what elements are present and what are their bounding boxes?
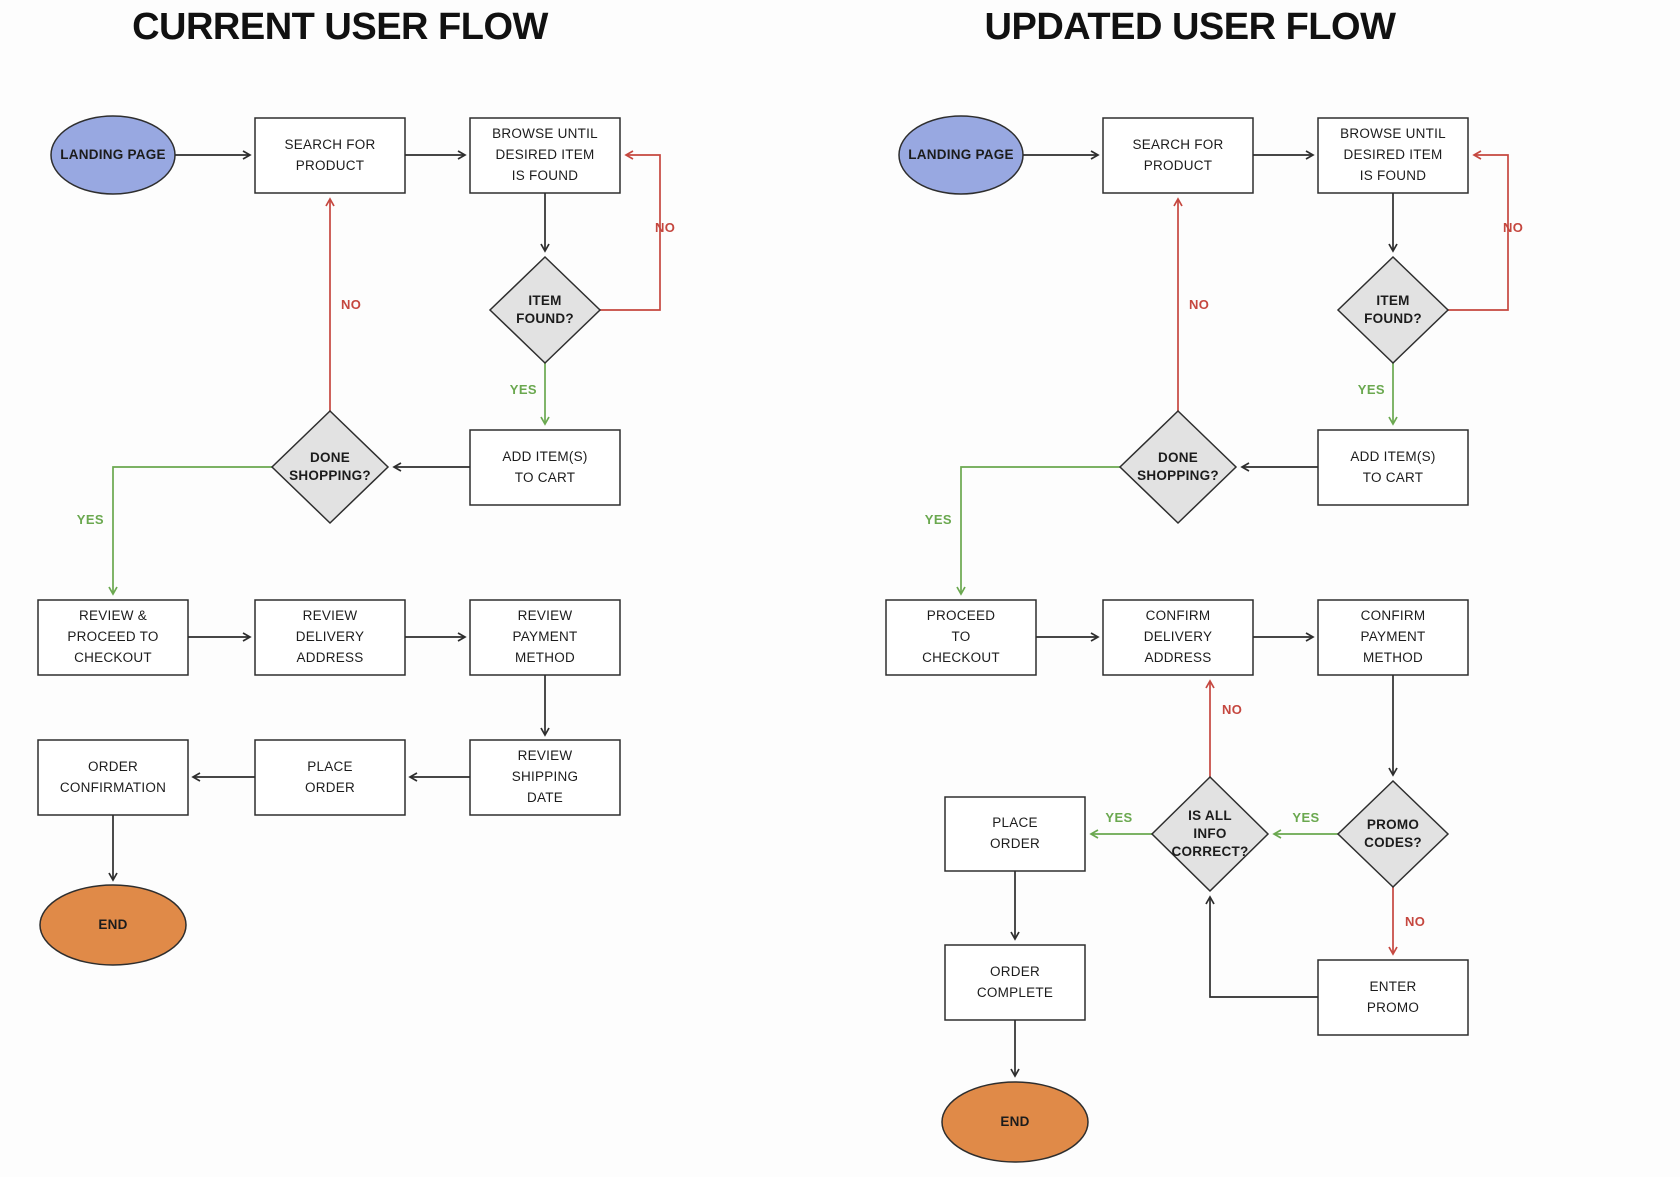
u-node-addcart-box: [1317, 429, 1469, 506]
u-node-search-box: [1102, 117, 1254, 194]
label-doneshopping-no: NO: [341, 297, 362, 312]
edge-doneshopping-yes: [108, 466, 272, 596]
node-itemfound-label: ITEM FOUND?: [516, 292, 574, 326]
node-reviewpayment-label: REVIEW PAYMENT METHOD: [512, 608, 578, 665]
edges-no-red: [325, 150, 1509, 956]
label-itemfound-yes: YES: [509, 382, 537, 397]
u-node-itemfound-diamond: [1336, 255, 1450, 365]
node-browse-box: [469, 117, 621, 194]
node-reviewpayment-box: [469, 599, 621, 676]
node-reviewdelivery-box: [254, 599, 406, 676]
u-label-itemfound-no: NO: [1503, 220, 1524, 235]
u-node-ordercomplete-label: ORDER COMPLETE: [976, 963, 1054, 1000]
u-node-search-label: SEARCH FOR PRODUCT: [1132, 136, 1224, 173]
node-doneshopping-label: DONE SHOPPING?: [289, 449, 371, 483]
u-node-browse-label: BROWSE UNTIL DESIRED ITEM IS FOUND: [1340, 126, 1446, 183]
node-reviewdelivery-label: REVIEW DELIVERY ADDRESS: [295, 608, 365, 665]
node-reviewshipping-box: [469, 739, 621, 816]
u-node-promocodes-label: PROMO CODES?: [1364, 816, 1422, 850]
node-placeorder-box: [254, 739, 406, 816]
u-node-enterpromo-box: [1317, 959, 1469, 1036]
u-edge-doneshopping-yes: [956, 466, 1120, 596]
u-node-enterpromo-label: ENTER PROMO: [1366, 978, 1420, 1015]
u-edge-enterpromo-infocorrect: [1205, 895, 1318, 998]
current-flow-title: CURRENT USER FLOW: [132, 5, 548, 48]
u-label-infocorrect-yes: YES: [1105, 810, 1133, 825]
u-label-itemfound-yes: YES: [1357, 382, 1385, 397]
u-node-infocorrect-label: IS ALL INFO CORRECT?: [1171, 807, 1249, 860]
u-node-proceedcheckout-box: [885, 599, 1037, 676]
u-node-ordercomplete-box: [944, 944, 1086, 1021]
node-search-label: SEARCH FOR PRODUCT: [284, 136, 376, 173]
u-node-confirmpayment-box: [1317, 599, 1469, 676]
u-node-end-label: END: [1000, 1113, 1030, 1129]
u-node-placeorder-box: [944, 796, 1086, 872]
node-search-box: [254, 117, 406, 194]
terminal-ellipses: [39, 115, 1089, 1163]
u-label-doneshopping-yes: YES: [924, 512, 952, 527]
node-landing-label: LANDING PAGE: [60, 146, 166, 162]
u-edge-itemfound-no-loop: [1448, 150, 1509, 311]
u-node-proceedcheckout-label: PROCEED TO CHECKOUT: [922, 608, 1000, 665]
u-node-end-ellipse: [941, 1081, 1089, 1163]
u-node-infocorrect-diamond: [1150, 775, 1270, 893]
node-end-ellipse: [39, 884, 187, 966]
decision-diamonds: [270, 255, 1450, 893]
node-browse-label: BROWSE UNTIL DESIRED ITEM IS FOUND: [492, 126, 598, 183]
u-node-landing-ellipse: [898, 115, 1024, 195]
u-node-doneshopping-diamond: [1118, 409, 1238, 525]
u-node-landing-label: LANDING PAGE: [908, 146, 1014, 162]
label-itemfound-no: NO: [655, 220, 676, 235]
edges-yes-green: [108, 363, 1398, 839]
node-reviewcheckout-label: REVIEW & PROCEED TO CHECKOUT: [67, 608, 159, 665]
u-label-infocorrect-no: NO: [1222, 702, 1243, 717]
u-node-addcart-label: ADD ITEM(S) TO CART: [1350, 448, 1436, 485]
node-addcart-label: ADD ITEM(S) TO CART: [502, 448, 588, 485]
node-reviewcheckout-box: [37, 599, 189, 676]
edges-black: [108, 150, 1398, 1078]
node-placeorder-label: PLACE ORDER: [304, 758, 355, 795]
u-label-promocodes-yes: YES: [1292, 810, 1320, 825]
node-reviewshipping-label: REVIEW SHIPPING DATE: [511, 748, 579, 805]
node-landing-ellipse: [50, 115, 176, 195]
u-node-confirmpayment-label: CONFIRM PAYMENT METHOD: [1360, 608, 1426, 665]
node-orderconfirmation-box: [37, 739, 189, 816]
u-label-doneshopping-no: NO: [1189, 297, 1210, 312]
edge-itemfound-no-loop: [600, 150, 661, 311]
u-node-itemfound-label: ITEM FOUND?: [1364, 292, 1422, 326]
node-itemfound-diamond: [488, 255, 602, 365]
u-node-confirmdelivery-box: [1102, 599, 1254, 676]
node-addcart-box: [469, 429, 621, 506]
label-doneshopping-yes: YES: [76, 512, 104, 527]
u-node-placeorder-label: PLACE ORDER: [989, 815, 1040, 851]
node-orderconfirmation-label: ORDER CONFIRMATION: [59, 758, 167, 795]
updated-flow-title: UPDATED USER FLOW: [984, 5, 1396, 48]
u-label-promocodes-no: NO: [1405, 914, 1426, 929]
u-node-promocodes-diamond: [1336, 779, 1450, 889]
u-node-doneshopping-label: DONE SHOPPING?: [1137, 449, 1219, 483]
node-doneshopping-diamond: [270, 409, 390, 525]
u-node-browse-box: [1317, 117, 1469, 194]
u-node-confirmdelivery-label: CONFIRM DELIVERY ADDRESS: [1143, 608, 1213, 665]
process-boxes: [37, 117, 1469, 1036]
node-end-label: END: [98, 916, 128, 932]
